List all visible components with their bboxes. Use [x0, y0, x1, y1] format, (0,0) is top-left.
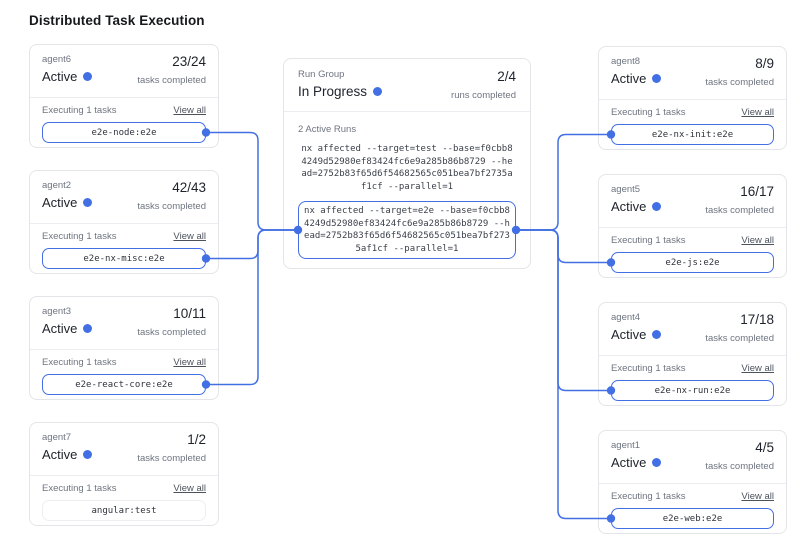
agent-status: Active: [42, 447, 78, 462]
run-command[interactable]: nx affected --target=test --base=f0cbb84…: [301, 144, 513, 192]
agent-status-dot-icon: [83, 324, 93, 333]
agent-status-dot-icon: [652, 458, 662, 467]
executing-tasks-label: Executing 1 tasks: [611, 107, 686, 118]
task-pill[interactable]: e2e-node:e2e: [42, 122, 206, 143]
runs-completed-count: 2/4: [497, 69, 516, 84]
agent-card-agent4: agent4 Active 17/18 tasks completed Exec…: [598, 302, 787, 406]
task-pill[interactable]: e2e-js:e2e: [611, 252, 774, 273]
runs-completed-label: runs completed: [451, 90, 516, 101]
run-group-status: In Progress: [298, 84, 368, 99]
executing-tasks-label: Executing 1 tasks: [611, 491, 686, 502]
executing-tasks-label: Executing 1 tasks: [42, 231, 117, 242]
agent-status-dot-icon: [652, 74, 662, 83]
task-pill[interactable]: e2e-nx-init:e2e: [611, 124, 774, 145]
tasks-progress-count: 8/9: [755, 56, 774, 71]
tasks-progress-label: tasks completed: [137, 327, 206, 338]
agent-name: agent1: [611, 440, 641, 451]
agent-status-dot-icon: [652, 202, 662, 211]
agent-status-dot-icon: [652, 330, 662, 339]
agent-status: Active: [42, 195, 78, 210]
tasks-progress-count: 4/5: [755, 440, 774, 455]
run-command-active[interactable]: nx affected --target=e2e --base=f0cbb842…: [298, 201, 516, 259]
tasks-progress-label: tasks completed: [137, 75, 206, 86]
tasks-progress-count: 16/17: [740, 184, 774, 199]
view-all-link[interactable]: View all: [741, 235, 774, 246]
agent-name: agent6: [42, 54, 72, 65]
active-runs-label: 2 Active Runs: [298, 124, 357, 135]
run-group-body: 2 Active Runs nx affected --target=test …: [284, 112, 530, 259]
task-pill[interactable]: e2e-nx-run:e2e: [611, 380, 774, 401]
run-group-label: Run Group: [298, 69, 345, 80]
agent-status: Active: [42, 321, 78, 336]
agent-status: Active: [611, 455, 647, 470]
agent-name: agent5: [611, 184, 641, 195]
agent-status: Active: [42, 69, 78, 84]
tasks-progress-count: 17/18: [740, 312, 774, 327]
view-all-link[interactable]: View all: [173, 105, 206, 116]
tasks-progress-label: tasks completed: [137, 201, 206, 212]
agent-status: Active: [611, 71, 647, 86]
tasks-progress-label: tasks completed: [705, 77, 774, 88]
view-all-link[interactable]: View all: [173, 483, 206, 494]
in-progress-status-dot-icon: [373, 87, 383, 96]
agent-card-agent1: agent1 Active 4/5 tasks completed Execut…: [598, 430, 787, 534]
executing-tasks-label: Executing 1 tasks: [42, 357, 117, 368]
run-group-header: Run Group In Progress 2/4 runs completed: [284, 59, 530, 112]
agent-card-agent7: agent7 Active 1/2 tasks completed Execut…: [29, 422, 219, 526]
view-all-link[interactable]: View all: [173, 231, 206, 242]
agent-name: agent3: [42, 306, 72, 317]
agent-card-agent3: agent3 Active 10/11 tasks completed Exec…: [29, 296, 219, 400]
task-pill[interactable]: angular:test: [42, 500, 206, 521]
agent-card-agent2: agent2 Active 42/43 tasks completed Exec…: [29, 170, 219, 274]
agent-name: agent8: [611, 56, 641, 67]
agent-status-dot-icon: [83, 72, 93, 81]
agent-name: agent4: [611, 312, 641, 323]
tasks-progress-label: tasks completed: [705, 333, 774, 344]
tasks-progress-count: 42/43: [172, 180, 206, 195]
view-all-link[interactable]: View all: [741, 491, 774, 502]
executing-tasks-label: Executing 1 tasks: [611, 363, 686, 374]
agent-status-dot-icon: [83, 198, 93, 207]
agent-card-agent6: agent6 Active 23/24 tasks completed Exec…: [29, 44, 219, 148]
agent-card-agent5: agent5 Active 16/17 tasks completed Exec…: [598, 174, 787, 278]
agent-name: agent7: [42, 432, 72, 443]
task-pill[interactable]: e2e-nx-misc:e2e: [42, 248, 206, 269]
agent-status-dot-icon: [83, 450, 93, 459]
executing-tasks-label: Executing 1 tasks: [611, 235, 686, 246]
view-all-link[interactable]: View all: [741, 107, 774, 118]
tasks-progress-count: 1/2: [187, 432, 206, 447]
task-pill[interactable]: e2e-react-core:e2e: [42, 374, 206, 395]
page-title: Distributed Task Execution: [29, 13, 205, 28]
agent-name: agent2: [42, 180, 72, 191]
agents-right-column: agent8 Active 8/9 tasks completed Execut…: [598, 46, 787, 534]
executing-tasks-label: Executing 1 tasks: [42, 105, 117, 116]
tasks-progress-count: 10/11: [173, 306, 206, 321]
agents-left-column: agent6 Active 23/24 tasks completed Exec…: [29, 44, 219, 526]
agent-status: Active: [611, 327, 647, 342]
tasks-progress-count: 23/24: [172, 54, 206, 69]
agent-status: Active: [611, 199, 647, 214]
view-all-link[interactable]: View all: [741, 363, 774, 374]
agent-card-agent8: agent8 Active 8/9 tasks completed Execut…: [598, 46, 787, 150]
task-pill[interactable]: e2e-web:e2e: [611, 508, 774, 529]
tasks-progress-label: tasks completed: [137, 453, 206, 464]
view-all-link[interactable]: View all: [173, 357, 206, 368]
executing-tasks-label: Executing 1 tasks: [42, 483, 117, 494]
run-group-card: Run Group In Progress 2/4 runs completed…: [283, 58, 531, 269]
tasks-progress-label: tasks completed: [705, 461, 774, 472]
tasks-progress-label: tasks completed: [705, 205, 774, 216]
